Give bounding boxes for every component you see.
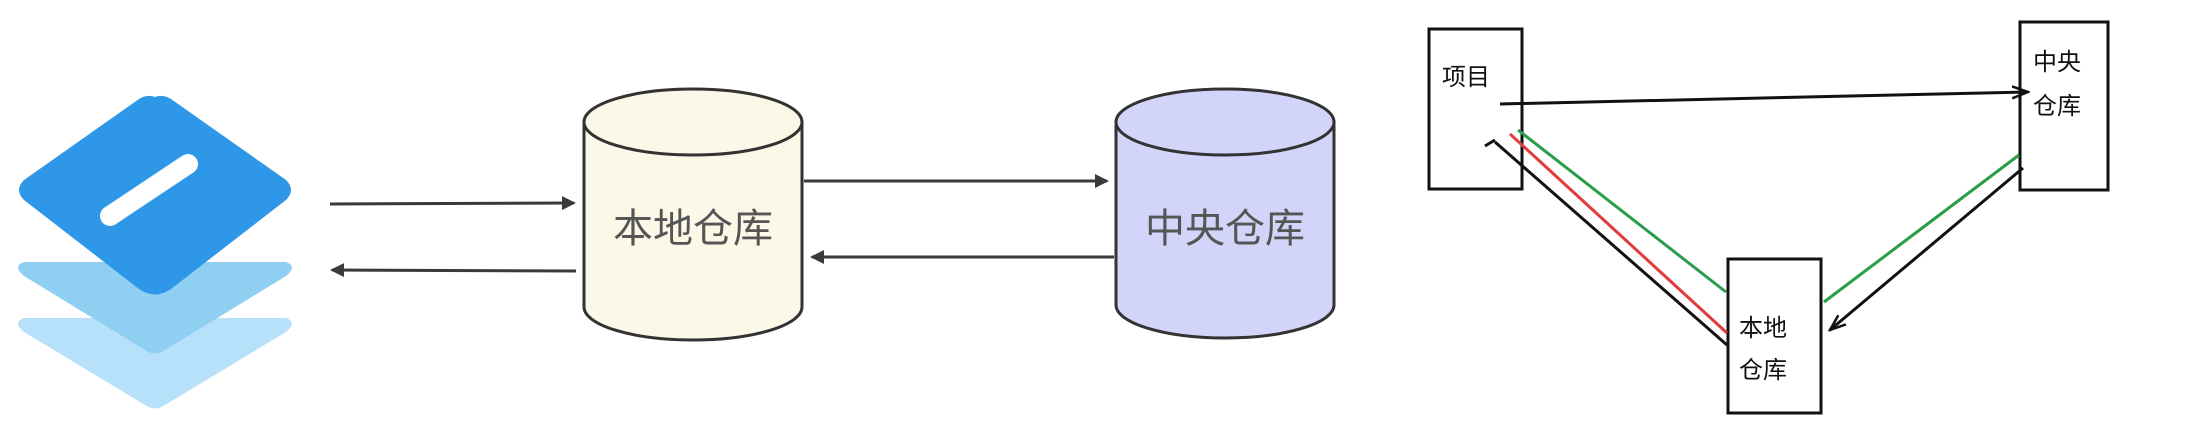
project-label: 项目 xyxy=(1442,64,1490,91)
icon-middle-layer xyxy=(18,262,292,354)
icon-bottom-layer xyxy=(18,318,292,409)
arrow-project-to-central xyxy=(1499,92,2028,106)
local-repo-body xyxy=(582,120,804,342)
black-arrow-central-to-local xyxy=(1830,166,2024,330)
arrow-project-to-local xyxy=(329,196,576,211)
central-repo-top xyxy=(1114,87,1336,157)
layered-stack-icon xyxy=(18,95,292,409)
green-path-project-local xyxy=(1517,128,1727,294)
local-repo-cylinder: 本地仓库 xyxy=(582,87,804,342)
central-box-frame xyxy=(2018,20,2110,192)
green-path-central-local xyxy=(1823,153,2020,304)
local-repo-label: 本地仓库 xyxy=(613,207,773,251)
central-repo-label: 中央仓库 xyxy=(1145,207,1305,251)
local-box: 本地 仓库 xyxy=(1726,257,1823,415)
icon-slot xyxy=(100,154,198,226)
central-box-label-line1: 中央 xyxy=(2033,49,2081,76)
local-repo-top xyxy=(582,87,804,157)
central-repo-body xyxy=(1114,120,1336,340)
black-path-hook xyxy=(1484,138,1496,148)
project-box-frame xyxy=(1427,27,1524,191)
central-box: 中央 仓库 xyxy=(2018,20,2110,192)
local-box-label-line1: 本地 xyxy=(1739,315,1787,342)
project-box: 项目 xyxy=(1427,27,1524,191)
local-box-label-line2: 仓库 xyxy=(1739,357,1787,384)
local-box-frame xyxy=(1726,257,1823,415)
black-path-project-local xyxy=(1494,140,1728,347)
red-path-project-local xyxy=(1508,132,1729,335)
central-repo-cylinder: 中央仓库 xyxy=(1114,87,1336,340)
central-box-label-line2: 仓库 xyxy=(2033,93,2081,120)
arrow-local-to-project xyxy=(330,263,577,278)
